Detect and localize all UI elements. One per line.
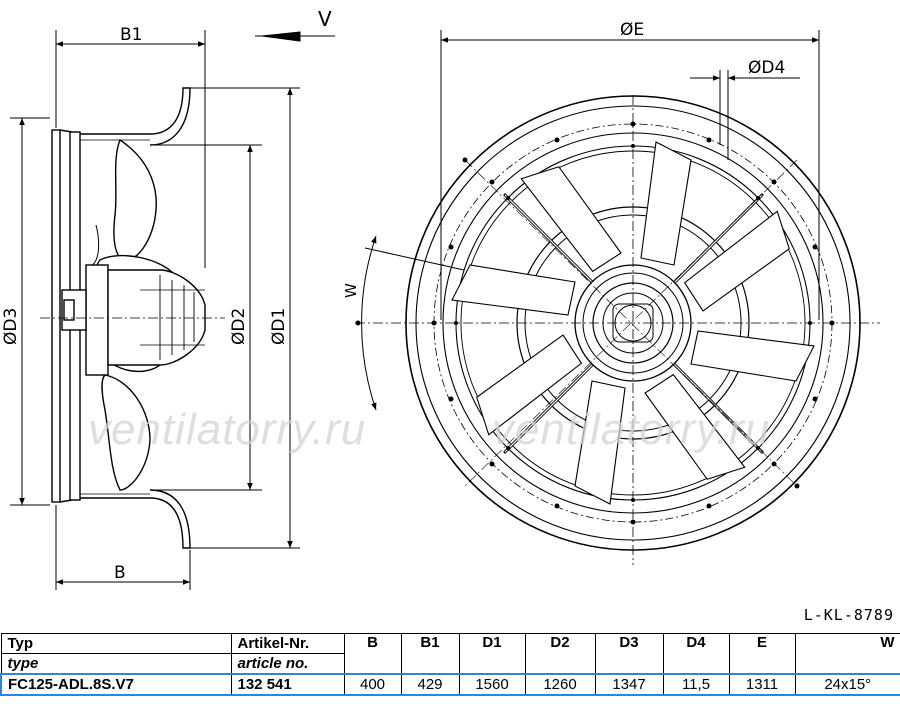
header-typ: Typ: [0, 633, 232, 654]
cell-article-no: 132 541: [230, 673, 345, 696]
dim-b1-label: B1: [120, 25, 142, 45]
watermark-left: ventilatorry.ru: [88, 405, 367, 454]
header-w: W: [794, 633, 900, 675]
airflow-direction-label: V: [318, 7, 332, 31]
dim-d4-label: ØD4: [748, 58, 785, 78]
header-d2: D2: [524, 633, 596, 675]
side-dimensions: [10, 30, 335, 590]
header-d3: D3: [594, 633, 664, 675]
dim-b-label: B: [114, 563, 126, 583]
technical-drawing: B1 B V ØD3 ØD2 ØD1: [1, 7, 880, 590]
cell-type: FC125-ADL.8S.V7: [0, 673, 232, 696]
header-article: Artikel-Nr.: [230, 633, 345, 654]
header-d4: D4: [662, 633, 730, 675]
table-row: FC125-ADL.8S.V7 132 541 400 429 1560 126…: [0, 673, 900, 696]
cell-d2: 1260: [524, 673, 596, 696]
spec-table: Typ Artikel-Nr. B B1 D1 D2 D3 D4 E W typ…: [0, 633, 900, 696]
header-e: E: [728, 633, 796, 675]
dim-d3-label: ØD3: [1, 308, 21, 345]
cell-b1: 429: [400, 673, 460, 696]
watermark-right: ventilatorry.ru: [492, 405, 771, 454]
header-article-en: article no.: [230, 653, 345, 675]
dim-e-label: ØE: [620, 20, 644, 40]
header-b: B: [343, 633, 402, 675]
cell-e: 1311: [728, 673, 796, 696]
side-view: [40, 87, 225, 549]
drawing-number: L-KL-8789: [803, 606, 894, 624]
cell-w: 24x15°: [794, 673, 900, 696]
cell-d1: 1560: [458, 673, 526, 696]
dim-d1-label: ØD1: [269, 308, 289, 345]
cell-b: 400: [343, 673, 402, 696]
cell-d4: 11,5: [662, 673, 730, 696]
front-dimensions: [361, 30, 820, 411]
front-view: [355, 95, 880, 565]
table-header-row: Typ Artikel-Nr. B B1 D1 D2 D3 D4 E W: [0, 633, 900, 675]
dim-w-label: W: [342, 283, 360, 298]
header-typ-en: type: [0, 653, 232, 675]
header-b1: B1: [400, 633, 460, 675]
header-d1: D1: [458, 633, 526, 675]
dim-d2-label: ØD2: [229, 308, 249, 345]
cell-d3: 1347: [594, 673, 664, 696]
